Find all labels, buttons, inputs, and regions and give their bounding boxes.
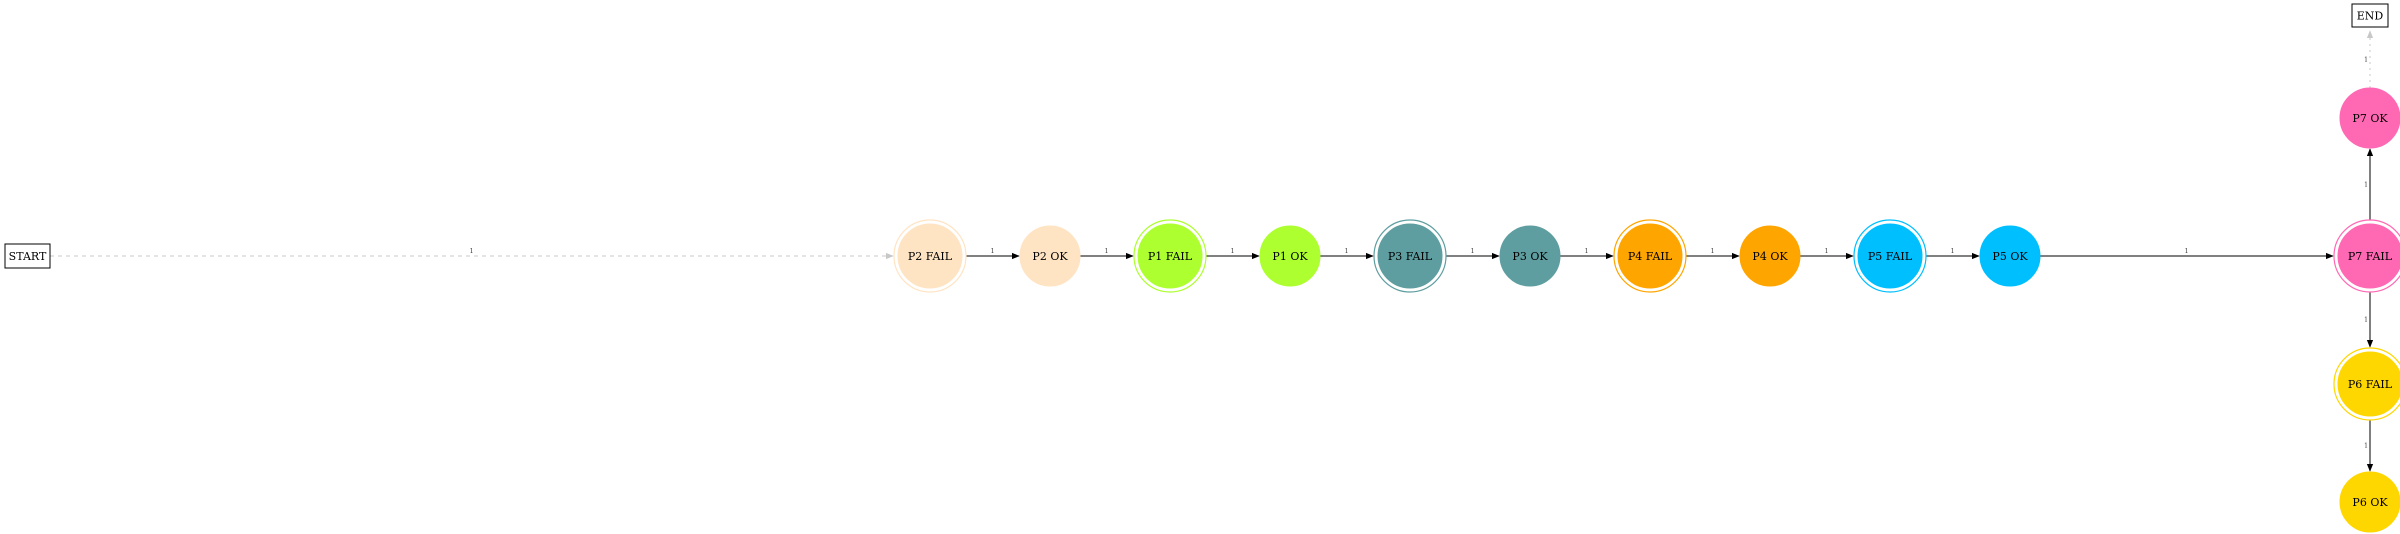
node-p1fail: P1 FAIL — [1133, 219, 1207, 293]
node-circle — [1739, 225, 1801, 287]
end-box — [2351, 3, 2389, 28]
start-label: START — [9, 250, 47, 263]
node-label: P6 OK — [2352, 496, 2388, 509]
start-box — [4, 243, 51, 269]
end-node: END — [2351, 3, 2389, 28]
node-label: P7 OK — [2352, 112, 2388, 125]
node-circle — [2339, 87, 2400, 149]
node-label: P2 OK — [1032, 250, 1068, 263]
node-circle — [1499, 225, 1561, 287]
node-p7fail: P7 FAIL — [2333, 219, 2400, 293]
nodes-layer: P2 FAIL P2 OK P1 FAIL P1 OK P3 FAIL P3 OK P4 F… — [893, 87, 2400, 533]
node-label: P4 OK — [1752, 250, 1788, 263]
edges-layer: 1 1 1 1 1 1 1 1 1 1 1 1 1 1 1 — [50, 30, 2374, 472]
edge-label: 1 — [2364, 182, 2368, 189]
node-p3fail: P3 FAIL — [1373, 219, 1447, 293]
node-p5fail: P5 FAIL — [1853, 219, 1927, 293]
node-circle — [1857, 223, 1923, 289]
node-label: P7 FAIL — [2348, 250, 2393, 263]
edge-label: 1 — [2185, 248, 2189, 255]
node-p4ok: P4 OK — [1739, 225, 1801, 287]
node-p3ok: P3 OK — [1499, 225, 1561, 287]
node-p1ok: P1 OK — [1259, 225, 1321, 287]
node-p2fail: P2 FAIL — [893, 219, 967, 293]
node-circle — [897, 223, 963, 289]
node-circle — [1979, 225, 2041, 287]
node-circle — [2337, 351, 2400, 417]
node-p6ok: P6 OK — [2339, 471, 2400, 533]
edge-label: 1 — [2364, 443, 2368, 450]
edge-label: 1 — [1345, 248, 1349, 255]
node-label: P5 OK — [1992, 250, 2028, 263]
node-label: P3 FAIL — [1388, 250, 1433, 263]
node-label: P6 FAIL — [2348, 378, 2393, 391]
node-label: P3 OK — [1512, 250, 1548, 263]
node-circle — [1259, 225, 1321, 287]
node-label: P5 FAIL — [1868, 250, 1913, 263]
node-circle — [2337, 223, 2400, 289]
edge-label: 1 — [2364, 317, 2368, 324]
edge-label: 1 — [1825, 248, 1829, 255]
node-circle — [1617, 223, 1683, 289]
node-circle — [1137, 223, 1203, 289]
end-label: END — [2357, 10, 2384, 23]
node-label: P2 FAIL — [908, 250, 953, 263]
node-p6fail: P6 FAIL — [2333, 347, 2400, 421]
node-p2ok: P2 OK — [1019, 225, 1081, 287]
edge-label: 1 — [991, 248, 995, 255]
node-p7ok: P7 OK — [2339, 87, 2400, 149]
node-label: P4 FAIL — [1628, 250, 1673, 263]
edge-label: 1 — [1105, 248, 1109, 255]
edge-label: 1 — [1951, 248, 1955, 255]
node-circle — [1377, 223, 1443, 289]
start-node: START — [4, 243, 51, 269]
edge-label: 1 — [1231, 248, 1235, 255]
edge-label: 1 — [1711, 248, 1715, 255]
edge-label: 1 — [470, 248, 474, 255]
node-p5ok: P5 OK — [1979, 225, 2041, 287]
node-label: P1 OK — [1272, 250, 1308, 263]
node-circle — [1019, 225, 1081, 287]
edge-label: 1 — [1471, 248, 1475, 255]
edge-label: 1 — [2364, 57, 2368, 64]
edge-label: 1 — [1585, 248, 1589, 255]
node-p4fail: P4 FAIL — [1613, 219, 1687, 293]
node-label: P1 FAIL — [1148, 250, 1193, 263]
node-circle — [2339, 471, 2400, 533]
